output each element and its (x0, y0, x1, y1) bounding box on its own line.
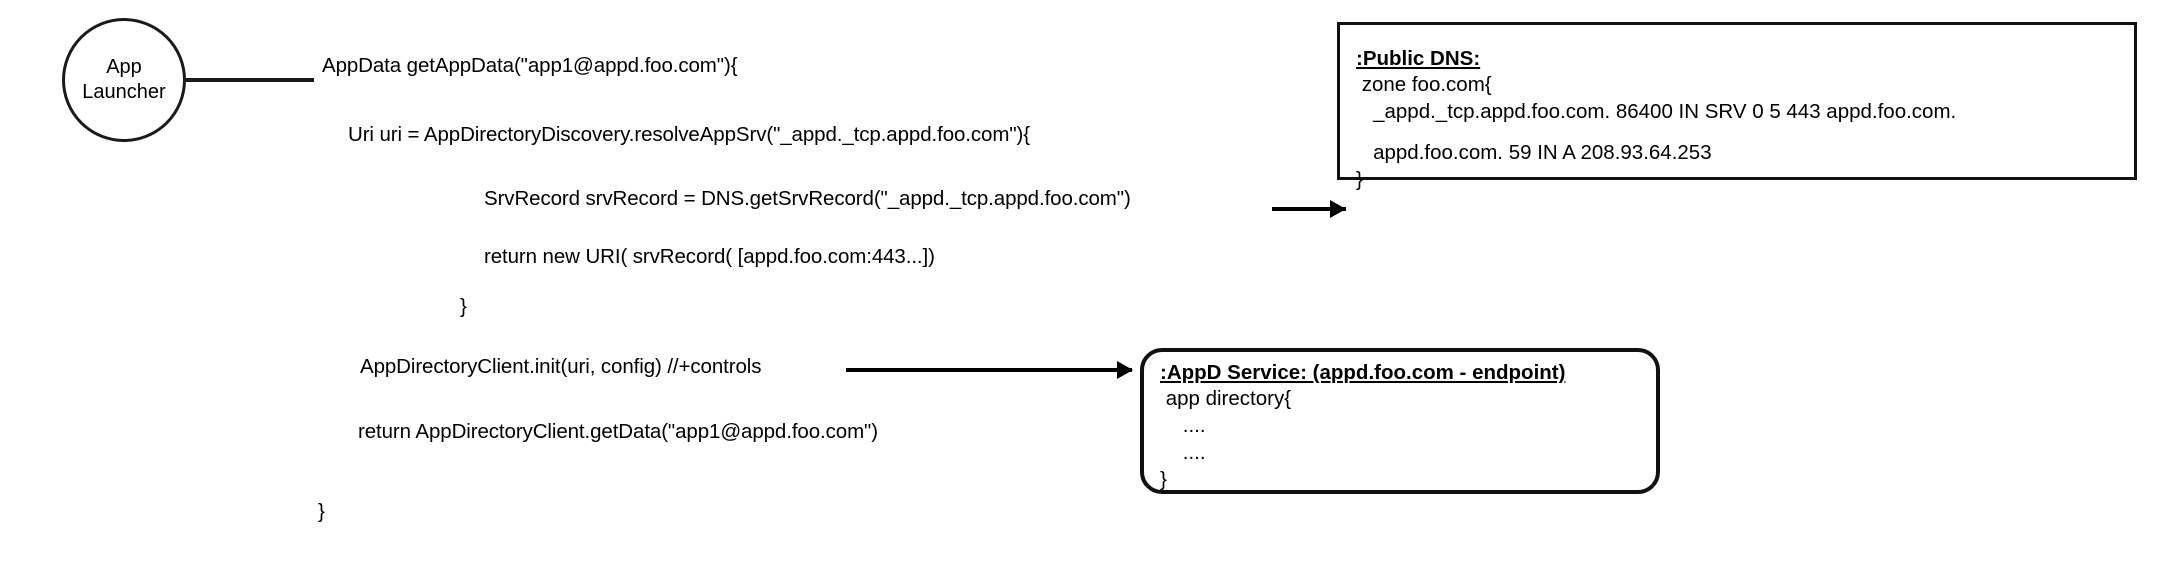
code-line-3: SrvRecord srvRecord = DNS.getSrvRecord("… (484, 187, 1131, 210)
actor-label-line1: App (106, 56, 142, 78)
dns-arrow-line (1272, 207, 1346, 211)
public-dns-line-5: } (1356, 168, 1363, 191)
appd-service-box[interactable]: :AppD Service: (appd.foo.com - endpoint)… (1140, 348, 1660, 494)
public-dns-line-4: appd.foo.com. 59 IN A 208.93.64.253 (1356, 141, 1712, 164)
appd-arrow-line (846, 368, 1132, 372)
code-line-1: AppData getAppData("app1@appd.foo.com"){ (322, 54, 738, 77)
appd-service-line-4: } (1160, 468, 1167, 491)
code-line-6: AppDirectoryClient.init(uri, config) //+… (360, 355, 762, 378)
dns-arrow-head-icon (1330, 200, 1346, 218)
public-dns-line-1: zone foo.com{ (1356, 73, 1492, 96)
appd-service-line-1: app directory{ (1160, 387, 1292, 410)
public-dns-box[interactable]: :Public DNS: zone foo.com{ _appd._tcp.ap… (1337, 22, 2137, 191)
code-line-7: return AppDirectoryClient.getData("app1@… (358, 420, 878, 443)
code-line-2: Uri uri = AppDirectoryDiscovery.resolveA… (348, 123, 1030, 146)
public-dns-line-2: _appd._tcp.appd.foo.com. 86400 IN SRV 0 … (1356, 100, 1957, 123)
code-line-5-closing-brace: } (460, 295, 467, 318)
public-dns-title: :Public DNS: (1356, 47, 1481, 70)
actor-connector-line (186, 78, 314, 82)
appd-service-line-3: .... (1160, 441, 1206, 464)
code-line-8-closing-brace: } (318, 500, 325, 523)
appd-service-line-2: .... (1160, 414, 1206, 437)
actor-app-launcher[interactable]: App Launcher (62, 18, 186, 142)
appd-service-title: :AppD Service: (appd.foo.com - endpoint) (1160, 361, 1566, 384)
actor-label-line2: Launcher (82, 81, 166, 103)
public-dns-line-3-blank (1356, 125, 2134, 139)
code-line-4: return new URI( srvRecord( [appd.foo.com… (484, 245, 935, 268)
appd-arrow-head-icon (1117, 361, 1133, 379)
